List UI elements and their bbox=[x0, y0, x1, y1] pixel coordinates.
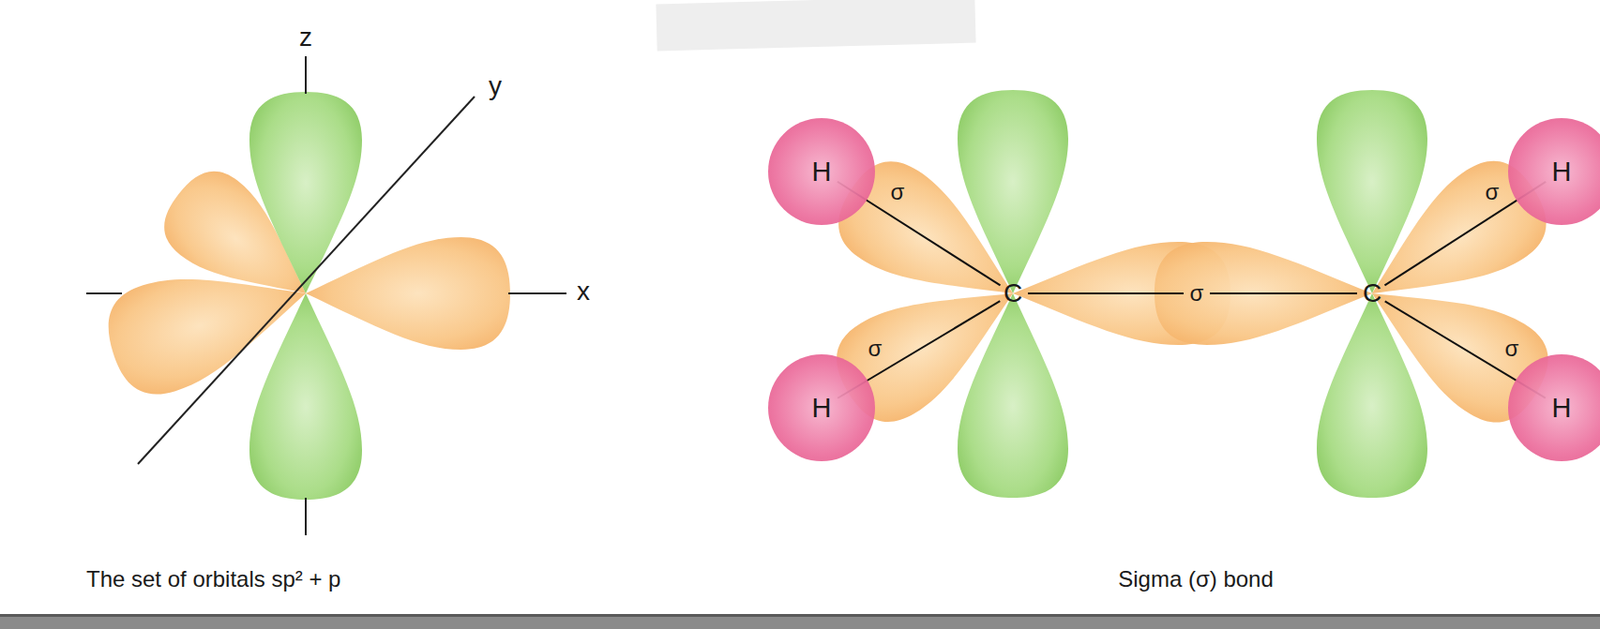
y-axis bbox=[137, 96, 475, 465]
bond-label: σ bbox=[1485, 181, 1500, 204]
hydrogen-atom: H bbox=[768, 354, 876, 462]
bond-label: σ bbox=[1190, 282, 1205, 305]
axis-label: x bbox=[576, 278, 590, 305]
atom-symbol: C bbox=[1362, 280, 1382, 307]
bond-line bbox=[1209, 292, 1358, 295]
sp2-lobe bbox=[305, 237, 511, 350]
bond-label: σ bbox=[890, 181, 906, 204]
caption: Sigma (σ) bond bbox=[1117, 568, 1274, 591]
z-axis bbox=[304, 498, 307, 536]
x-axis bbox=[86, 292, 122, 295]
atom-symbol: H bbox=[1552, 394, 1572, 423]
atom-symbol: H bbox=[812, 158, 832, 186]
bond-line bbox=[1027, 292, 1184, 295]
caption: The set of orbitals sp² + p bbox=[86, 568, 341, 591]
z-axis bbox=[304, 56, 307, 94]
card bbox=[0, 0, 1600, 615]
atom-symbol: H bbox=[1552, 158, 1572, 186]
bond-label: σ bbox=[868, 337, 883, 361]
axis-label: y bbox=[488, 73, 502, 100]
bottom-edge bbox=[0, 614, 1600, 618]
atom-symbol: H bbox=[812, 394, 832, 423]
sp2-lobe bbox=[1154, 241, 1373, 346]
axis-label: z bbox=[299, 24, 313, 51]
hydrogen-atom: H bbox=[768, 118, 876, 226]
tape-shadow bbox=[655, 0, 976, 51]
p-lobe bbox=[249, 91, 363, 294]
bond-label: σ bbox=[1505, 337, 1520, 361]
bottom-shadow bbox=[0, 614, 1600, 629]
x-axis bbox=[508, 292, 567, 295]
atom-symbol: C bbox=[1003, 280, 1023, 307]
